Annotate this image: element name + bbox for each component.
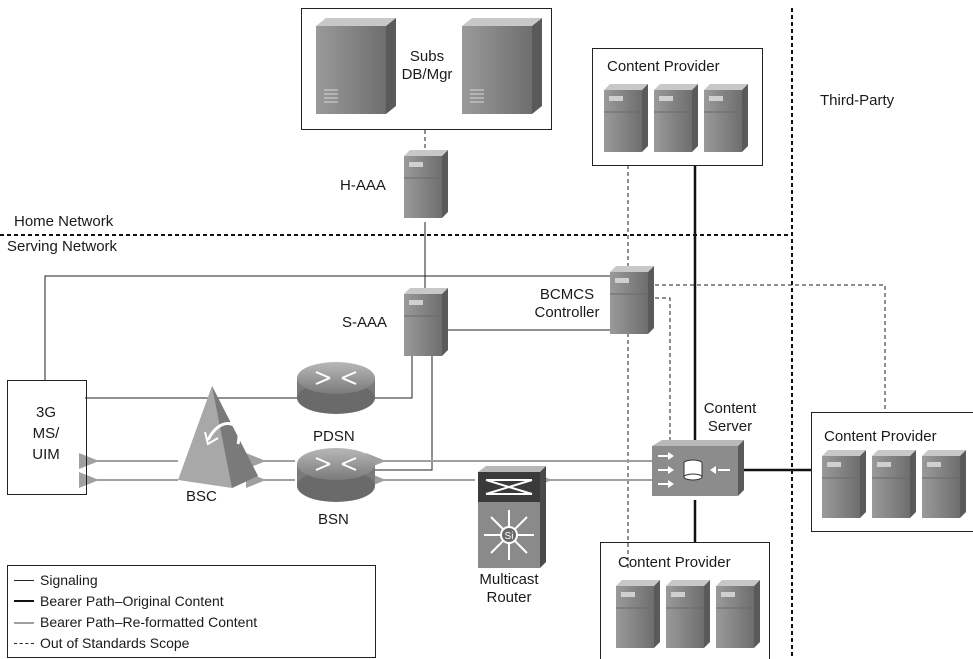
content-provider-bottom-server-2 (666, 580, 710, 648)
s-aaa-label: S-AAA (342, 314, 388, 331)
bcmcs-controller-server (610, 266, 654, 334)
content-provider-top-label: Content Provider (607, 58, 720, 75)
content-provider-bottom-server-1 (616, 580, 660, 648)
s-aaa-server (404, 288, 448, 356)
content-provider-right-box (811, 412, 973, 532)
subs-db-server-left (316, 18, 396, 114)
content-provider-right-server-1 (822, 450, 866, 518)
content-provider-bottom-label: Content Provider (618, 554, 731, 571)
legend-bearer-reformatted-label: Bearer Path–Re-formatted Content (40, 614, 258, 630)
content-server-icon (652, 440, 744, 496)
pdsn-router-icon (297, 362, 375, 414)
bearer-original-lines (693, 165, 812, 542)
content-provider-right-label: Content Provider (824, 428, 937, 445)
third-party-label: Third-Party (820, 92, 895, 109)
content-provider-top-box (592, 48, 763, 166)
bearer-reformatted-lines (79, 453, 652, 488)
bsc-label: BSC (186, 488, 217, 505)
svg-text:Si: Si (505, 531, 514, 542)
ms-uim-box (7, 380, 87, 495)
out-of-scope-lines (424, 130, 886, 568)
content-provider-right-server-2 (872, 450, 916, 518)
content-provider-top-server-3 (704, 84, 748, 152)
ms-uim-label: 3G MS/ UIM (32, 404, 60, 463)
bsn-label: BSN (318, 511, 349, 528)
content-server-label: Content Server (703, 400, 757, 435)
subs-db-label: Subs DB/Mgr (401, 48, 453, 83)
multicast-router-label: Multicast Router (479, 571, 539, 606)
multicast-router-icon: Si (478, 466, 546, 568)
legend-bearer-original-label: Bearer Path–Original Content (40, 593, 224, 609)
bcmcs-controller-label: BCMCS Controller (534, 286, 600, 321)
content-provider-bottom-server-3 (716, 580, 760, 648)
content-provider-right-server-3 (922, 450, 966, 518)
content-provider-top-server-2 (654, 84, 698, 152)
content-provider-top-server-1 (604, 84, 648, 152)
content-provider-bottom-box (600, 542, 770, 659)
bsc-icon (178, 386, 258, 488)
h-aaa-server (404, 150, 448, 218)
subs-db-server-right (462, 18, 542, 114)
serving-network-label: Serving Network (7, 238, 118, 255)
pdsn-label: PDSN (313, 428, 355, 445)
legend-signaling-label: Signaling (40, 572, 98, 588)
bsn-router-icon (297, 448, 375, 502)
home-network-label: Home Network (14, 213, 114, 230)
legend-out-of-scope-label: Out of Standards Scope (40, 635, 190, 651)
subs-db-box (301, 8, 552, 130)
legend: Signaling Bearer Path–Original Content B… (7, 565, 376, 658)
signaling-lines (44, 222, 612, 471)
h-aaa-label: H-AAA (340, 177, 386, 194)
